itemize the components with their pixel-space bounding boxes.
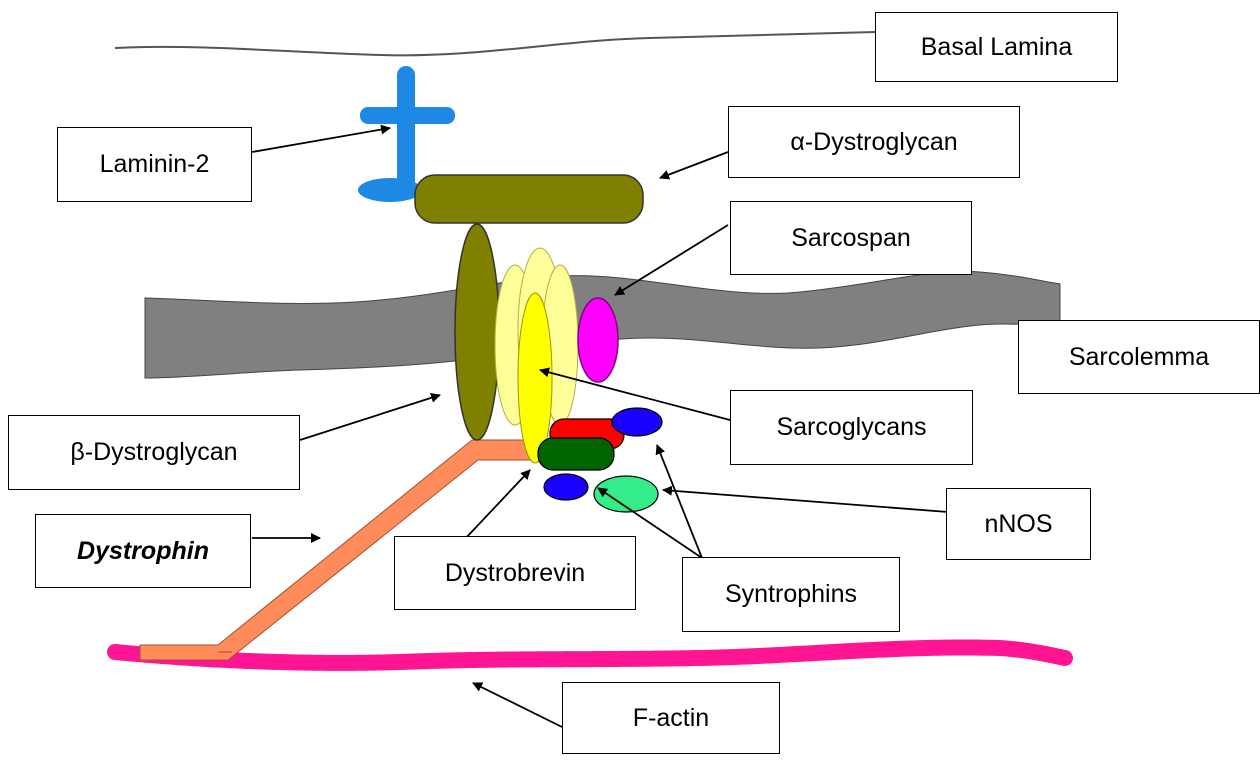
- alpha-dystroglycan-shape: [415, 175, 643, 223]
- nnos-label: nNOS: [946, 488, 1091, 560]
- sarcolemma-label: Sarcolemma: [1018, 320, 1260, 394]
- beta-dystroglycan-label: β-Dystroglycan: [8, 415, 300, 490]
- beta-dystroglycan-shape: [455, 224, 499, 440]
- sarcospan-label: Sarcospan: [730, 201, 972, 275]
- dystrobrevin-label: Dystrobrevin: [394, 536, 636, 610]
- basal-lamina-label: Basal Lamina: [875, 12, 1118, 82]
- syntrophins-label: Syntrophins: [682, 557, 900, 632]
- sarcoglycans-label: Sarcoglycans: [730, 390, 973, 465]
- laminin2-label: Laminin-2: [57, 127, 252, 202]
- factin-label: F-actin: [562, 682, 780, 754]
- dystrophin-label: Dystrophin: [35, 514, 251, 588]
- alpha-dystroglycan-label: α-Dystroglycan: [728, 106, 1020, 178]
- sarcospan-shape: [578, 298, 618, 382]
- basal-lamina-line: [115, 32, 875, 55]
- syntrophin-complex: [538, 408, 662, 512]
